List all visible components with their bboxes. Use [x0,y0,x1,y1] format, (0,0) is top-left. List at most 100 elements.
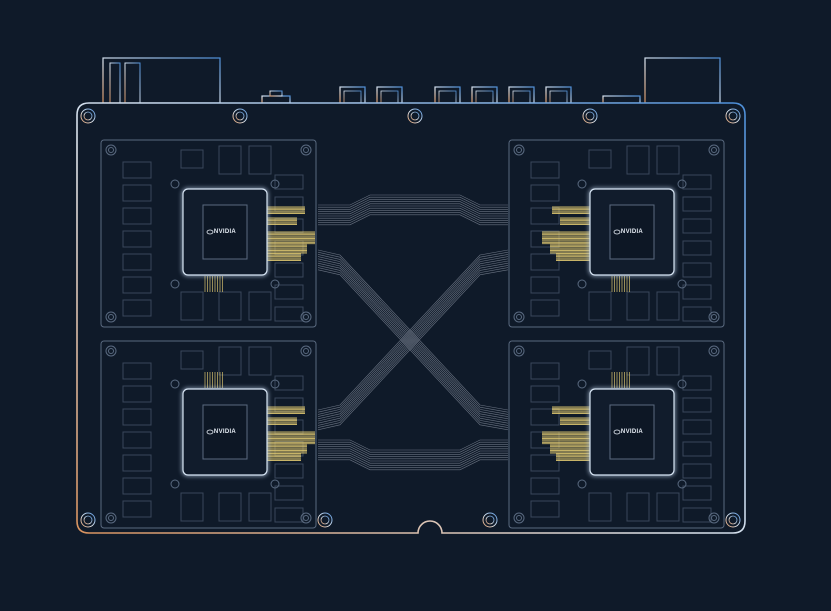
trace [318,446,508,457]
trace [317,251,509,413]
trace [318,201,508,212]
memory-pad [682,397,712,413]
mount-hole-inner [711,348,717,354]
memory-pad [682,284,712,300]
chip-label: NVIDIA [620,429,644,435]
memory-pad [530,276,560,294]
memory-pad [682,419,712,435]
memory-pad [530,385,560,403]
component [180,350,204,370]
memory-pad [682,375,712,391]
memory-pad [274,507,304,523]
component [218,492,242,522]
gpu-die [609,204,655,260]
chip-screw [577,479,587,489]
component [180,291,204,321]
small-connector-tab [269,90,283,97]
memory-pad [682,196,712,212]
mount-hole [300,311,312,323]
memory-pad [274,463,304,479]
mount-hole [300,345,312,357]
component [248,291,272,321]
trace [318,444,508,455]
trace [318,459,508,471]
mount-hole-inner [303,515,309,521]
mount-hole-inner [303,147,309,153]
mount-hole-inner [711,147,717,153]
memory-pad [682,306,712,322]
chip-label: NVIDIA [213,229,237,235]
mount-hole [105,144,117,156]
screw-hole [317,512,333,528]
gpu-die [202,204,248,260]
mount-hole [300,512,312,524]
screw-hole-inner [585,111,595,121]
trace [318,210,508,221]
screw-hole-inner [235,111,245,121]
screw-hole [725,108,741,124]
memory-pad [682,174,712,190]
io-port-inner [343,90,362,104]
mount-hole [105,512,117,524]
mount-hole-inner [303,348,309,354]
io-port-inner [438,90,457,104]
module-outline [508,340,725,529]
mount-hole-inner [711,314,717,320]
screw-hole-inner [485,515,495,525]
screw-hole [582,108,598,124]
memory-pad [122,385,152,403]
memory-pad [122,299,152,317]
trace [317,254,509,415]
interconnect-traces [317,194,509,471]
screw-hole [482,512,498,528]
trace [318,203,508,215]
memory-pad [530,230,560,248]
module-outline [100,340,317,529]
component [218,291,242,321]
trace [318,199,508,210]
component [626,492,650,522]
component [656,145,680,175]
mount-hole-inner [711,515,717,521]
memory-pad [274,375,304,391]
mount-hole [513,512,525,524]
memory-pad [122,207,152,225]
mount-hole [513,311,525,323]
memory-pad [530,207,560,225]
mount-hole-inner [303,314,309,320]
connector-slot [109,62,121,104]
trace [317,256,509,417]
mount-hole [708,144,720,156]
screw-hole-inner [83,111,93,121]
mount-hole [708,345,720,357]
nvidia-logo-icon [613,229,621,235]
trace [318,205,508,217]
chip-screw [270,379,280,389]
mount-hole-inner [516,515,522,521]
chip-screw [170,179,180,189]
io-port-inner [380,90,399,104]
chip-screw [677,179,687,189]
memory-pad [122,253,152,271]
component [248,346,272,376]
small-connector [602,95,641,104]
chip-screw [677,379,687,389]
memory-pad [122,477,152,495]
memory-pad [122,454,152,472]
trace [318,457,508,468]
trace [318,214,508,226]
memory-pad [274,284,304,300]
memory-pad [530,299,560,317]
memory-pad [122,230,152,248]
trace [317,267,509,428]
trace [318,452,508,464]
trace [317,249,509,411]
screw-hole-inner [728,111,738,121]
chip-screw [270,279,280,289]
mount-hole [708,311,720,323]
memory-pad [122,161,152,179]
trace [318,212,508,223]
component [248,145,272,175]
mount-hole [513,144,525,156]
component [218,145,242,175]
